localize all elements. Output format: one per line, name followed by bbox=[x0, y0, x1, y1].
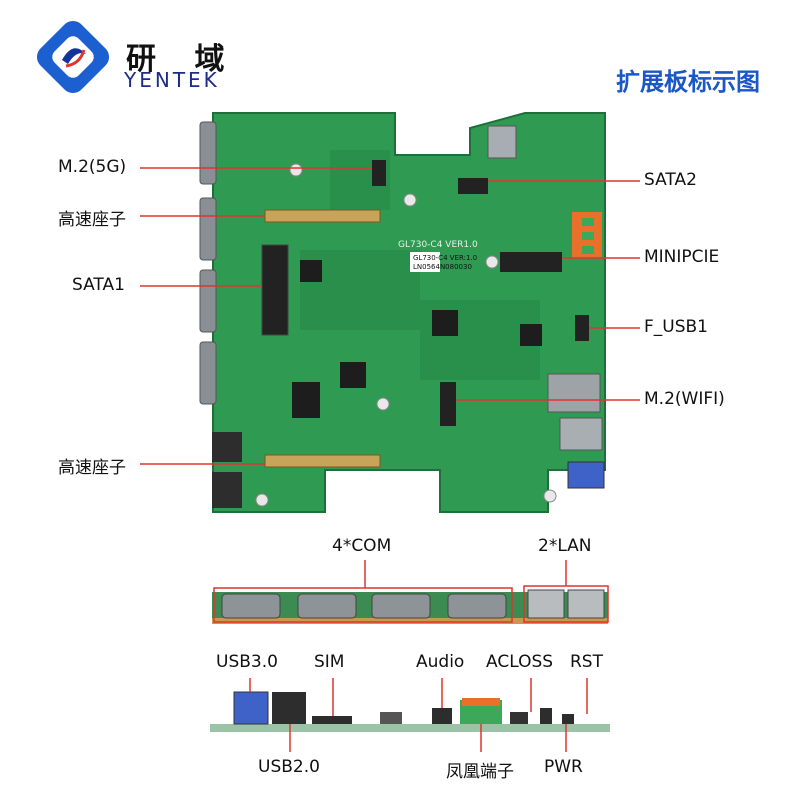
io-panel-2 bbox=[210, 678, 610, 752]
brand-name-en: YENTEK bbox=[124, 68, 220, 92]
label-sim: SIM bbox=[314, 652, 345, 672]
minipcie-part bbox=[500, 252, 562, 272]
io-panel-1 bbox=[212, 560, 609, 624]
m2-wifi-part bbox=[440, 382, 456, 426]
label-phoenix-terminal: 凤凰端子 bbox=[446, 762, 514, 782]
label-hs-connector-bottom: 高速座子 bbox=[58, 458, 126, 478]
usb-stack-left-1 bbox=[212, 432, 242, 462]
hs-connector-top-part bbox=[264, 209, 381, 223]
sata2-part bbox=[458, 178, 488, 194]
usb-stack-left-2 bbox=[212, 472, 242, 508]
label-f-usb1: F_USB1 bbox=[644, 317, 708, 337]
label-sata2: SATA2 bbox=[644, 170, 697, 190]
pcb-model-text-2: GL730-C4 VER:1.0 bbox=[413, 254, 478, 262]
pcb-model-text: GL730-C4 VER1.0 bbox=[398, 240, 478, 250]
label-rst: RST bbox=[570, 652, 603, 672]
label-m2-wifi: M.2(WIFI) bbox=[644, 389, 725, 409]
yentek-logo-icon bbox=[36, 20, 110, 94]
hs-connector-bottom-part bbox=[264, 454, 381, 468]
usb-top-right bbox=[487, 125, 517, 159]
page-title: 扩展板标示图 bbox=[616, 68, 760, 96]
brand-name-cn: 研 域 bbox=[126, 42, 239, 77]
lan-right-1 bbox=[547, 373, 601, 413]
label-4com: 4*COM bbox=[332, 536, 392, 556]
label-hs-connector-top: 高速座子 bbox=[58, 210, 126, 230]
label-acloss: ACLOSS bbox=[486, 652, 554, 672]
label-audio: Audio bbox=[416, 652, 465, 672]
label-2lan: 2*LAN bbox=[538, 536, 592, 556]
phoenix-terminal-part bbox=[572, 212, 602, 258]
f-usb1-part bbox=[575, 315, 589, 341]
label-minipcie: MINIPCIE bbox=[644, 247, 720, 267]
usb3-right bbox=[567, 461, 605, 489]
label-pwr: PWR bbox=[544, 757, 583, 777]
label-usb20: USB2.0 bbox=[258, 757, 320, 777]
label-usb30: USB3.0 bbox=[216, 652, 278, 672]
lan-right-2 bbox=[559, 417, 603, 451]
label-sata1: SATA1 bbox=[72, 275, 125, 295]
sata1-part bbox=[261, 244, 289, 336]
label-m2-5g: M.2(5G) bbox=[58, 157, 127, 177]
m2-5g-part bbox=[372, 160, 386, 186]
pcb-serial-text: LN0564N080030 bbox=[413, 263, 472, 271]
